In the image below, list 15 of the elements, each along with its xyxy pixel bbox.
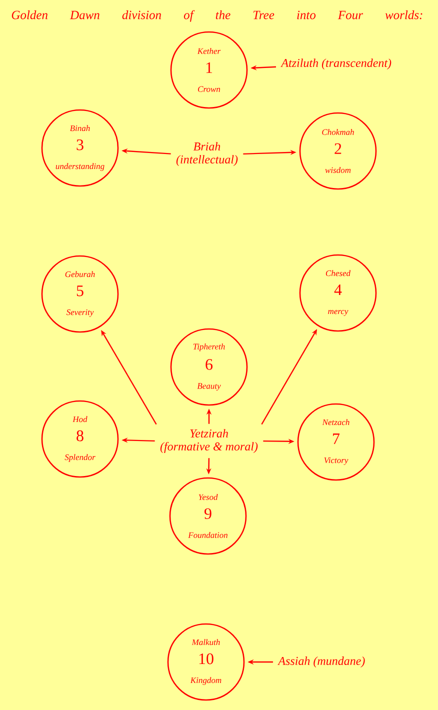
circle-node: Chesed 4 mercy: [299, 254, 377, 332]
circle-node: Kether 1 Crown: [170, 31, 248, 109]
circle-node: Chokmah 2 wisdom: [299, 112, 377, 190]
circle-node: Tiphereth 6 Beauty: [170, 328, 248, 406]
text-label: Assiah (mundane): [278, 656, 365, 668]
circle-node: Yesod 9 Foundation: [169, 477, 247, 555]
circle-node: Hod 8 Splendor: [41, 400, 119, 478]
circle-node: Binah 3 understanding: [41, 109, 119, 187]
circle-node: Netzach 7 Victory: [297, 403, 375, 481]
circle-node: Malkuth 10 Kingdom: [167, 623, 245, 701]
title: Golden Dawn division of the Tree into Four worlds:: [12, 10, 422, 22]
text-label: Briah (intellectual): [176, 142, 238, 166]
text-label: Yetzirah (formative & moral): [160, 429, 258, 453]
circle-node: Geburah 5 Severity: [41, 255, 119, 333]
text-label: Atziluth (transcendent): [280, 58, 392, 70]
